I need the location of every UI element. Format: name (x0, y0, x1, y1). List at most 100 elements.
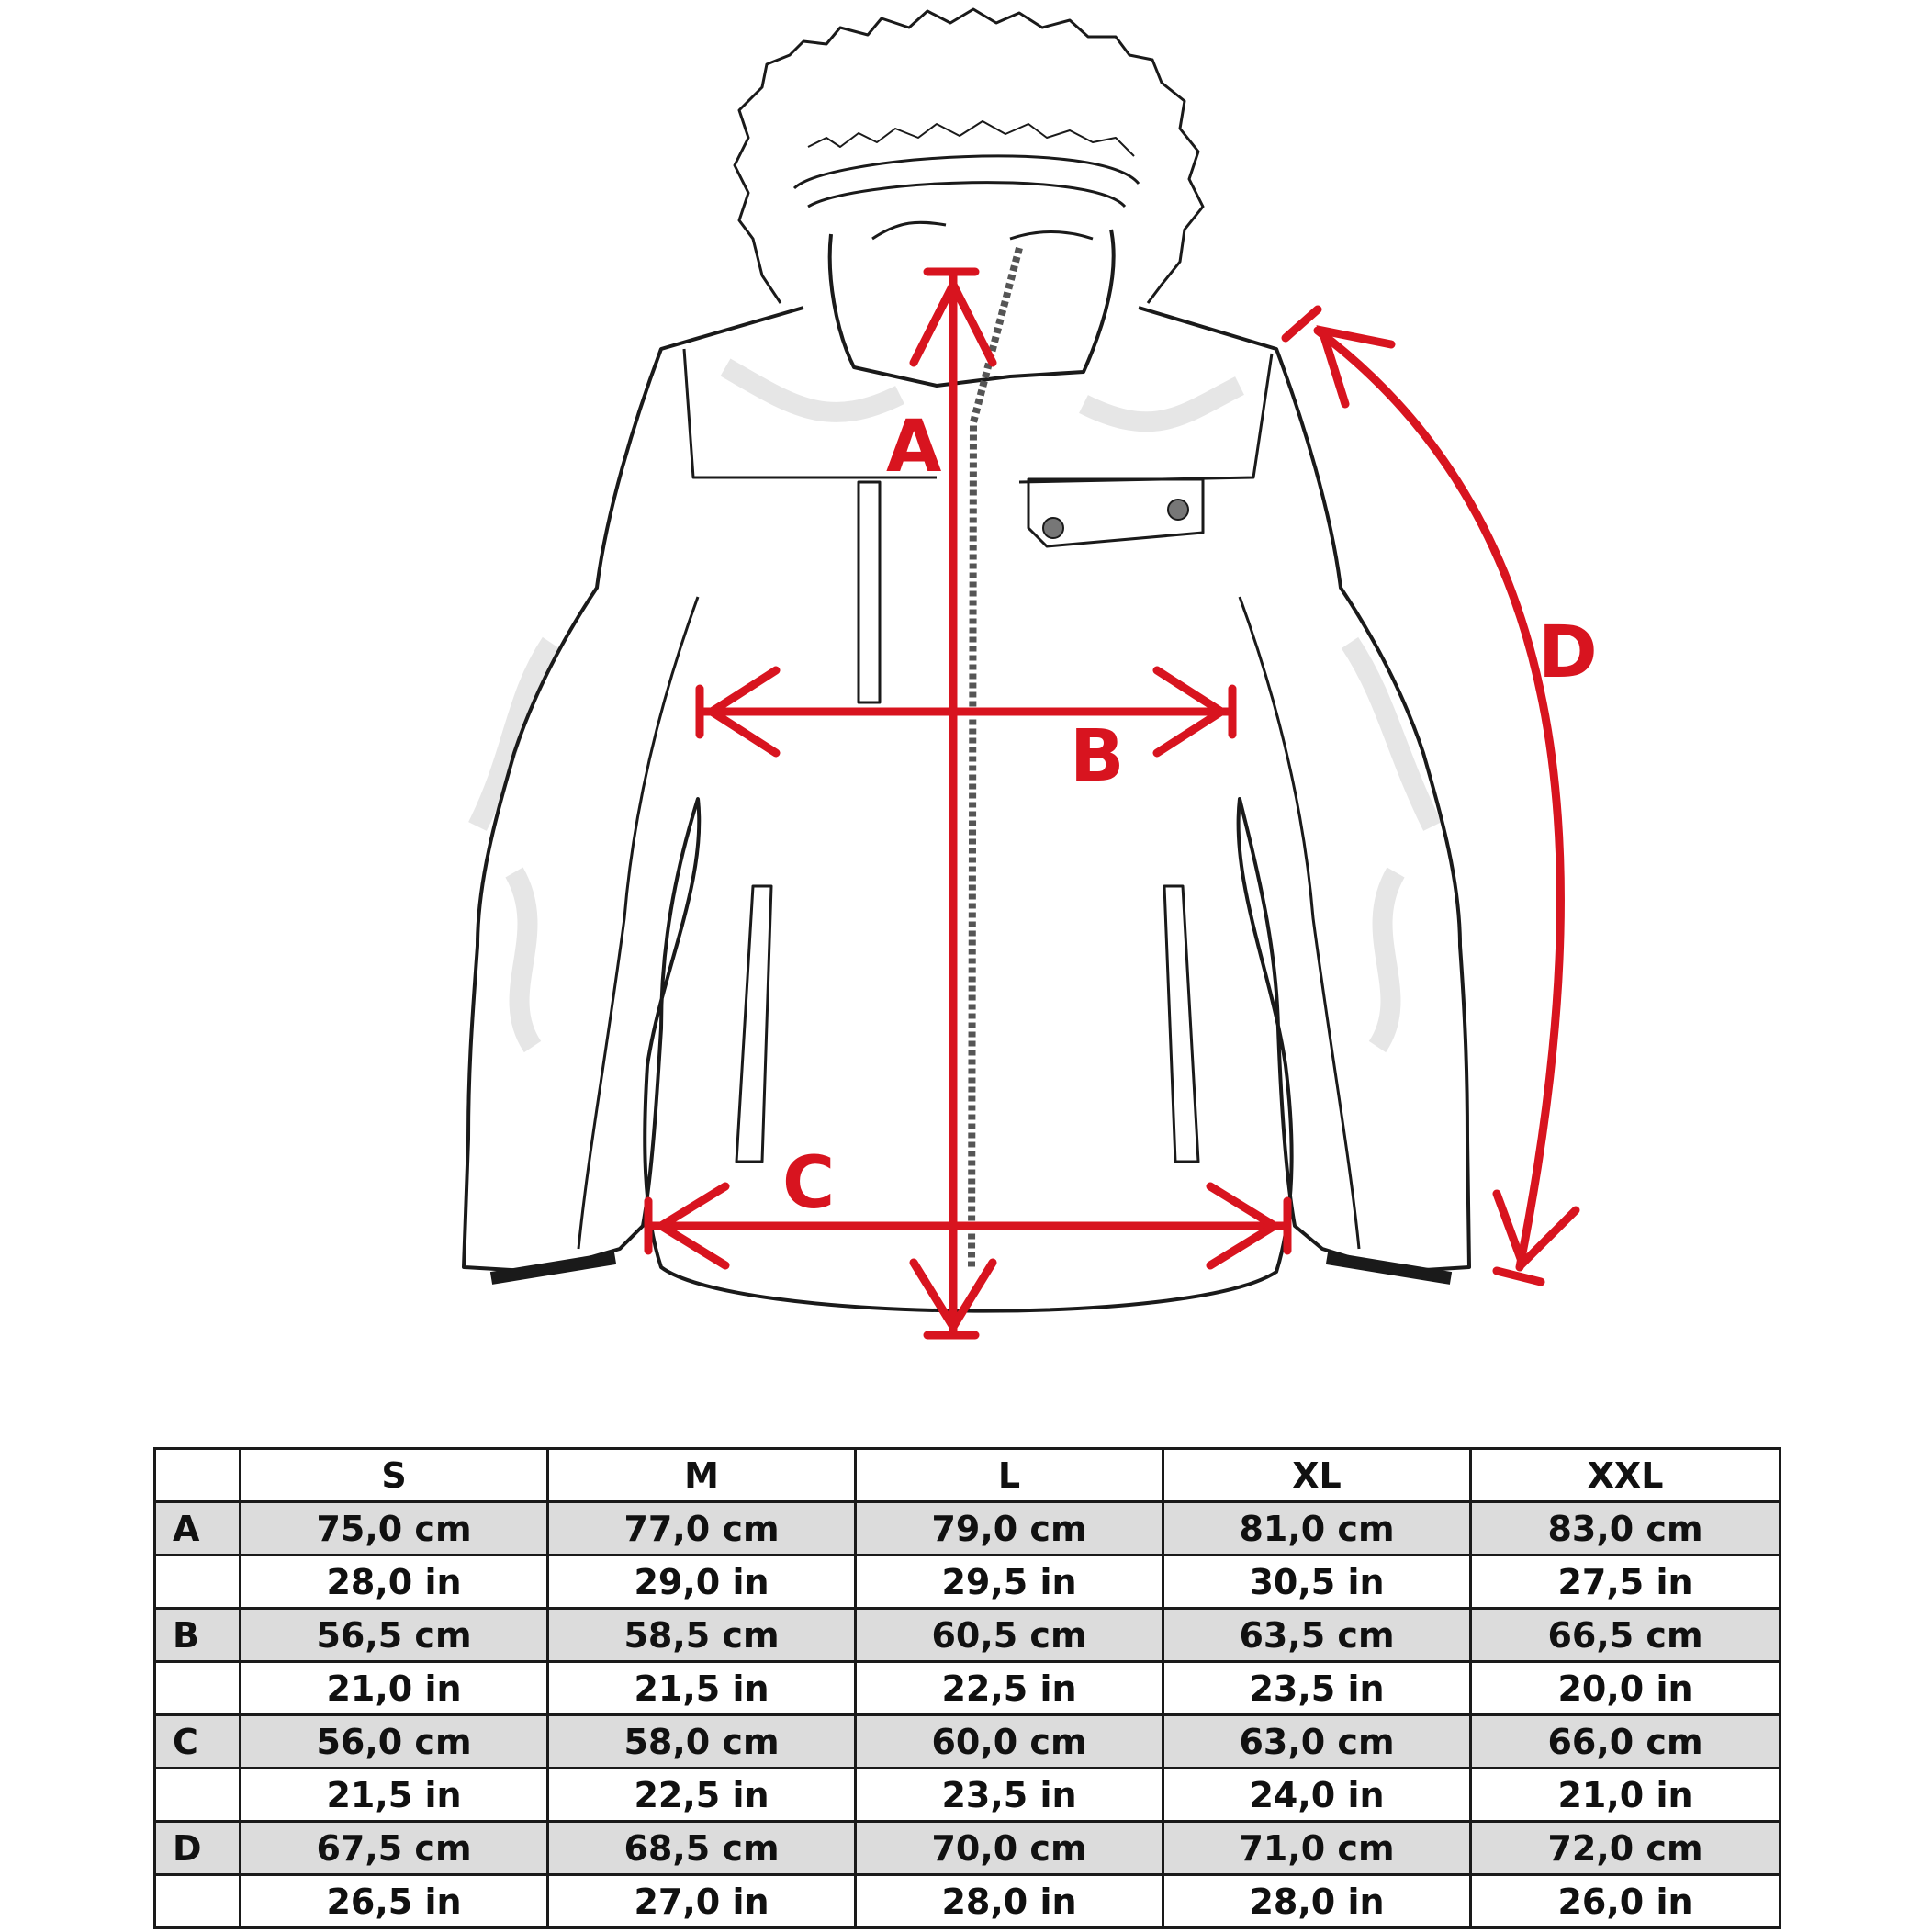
table-cell: 56,5 cm (239, 1607, 549, 1663)
table-cell: 20,0 in (1469, 1660, 1781, 1716)
table-cell: 60,0 cm (854, 1713, 1164, 1769)
row-label: B (153, 1607, 242, 1663)
measure-letter-c: C (782, 1142, 835, 1225)
header-cell-l: L (854, 1447, 1164, 1503)
pocket-button-right (1167, 499, 1189, 521)
table-cell: 21,5 in (546, 1660, 857, 1716)
table-cell: 68,5 cm (546, 1820, 857, 1876)
table-cell: 23,5 in (1162, 1660, 1472, 1716)
header-cell-s: S (239, 1447, 549, 1503)
table-cell: 22,5 in (854, 1660, 1164, 1716)
measure-d-bottom-cap (1492, 1266, 1545, 1286)
chest-flap-pocket (1027, 477, 1205, 548)
row-label (153, 1554, 242, 1610)
table-cell: 28,0 in (239, 1554, 549, 1610)
table-cell: 26,0 in (1469, 1873, 1781, 1929)
jacket-body (462, 306, 1471, 1313)
hand-pocket-right (1163, 884, 1200, 1163)
table-cell: 77,0 cm (546, 1500, 857, 1556)
sleeve-seam-left (577, 596, 700, 1250)
measure-b-right-arrow (1152, 666, 1230, 758)
jacket-measurement-diagram: A B C D (462, 7, 1598, 1340)
table-cell: 30,5 in (1162, 1554, 1472, 1610)
table-cell: 75,0 cm (239, 1500, 549, 1556)
header-cell-m: M (546, 1447, 857, 1503)
cuff-right (1325, 1252, 1453, 1285)
cuff-left (489, 1252, 617, 1285)
table-cell: 72,0 cm (1469, 1820, 1781, 1876)
measure-a-top-arrow (909, 275, 997, 367)
measure-letter-a: A (886, 406, 941, 489)
table-cell: 23,5 in (854, 1767, 1164, 1823)
table-cell: 66,5 cm (1469, 1607, 1781, 1663)
measure-d-top-arrow (1316, 325, 1396, 409)
table-cell: 66,0 cm (1469, 1713, 1781, 1769)
row-label (153, 1767, 242, 1823)
table-cell: 70,0 cm (854, 1820, 1164, 1876)
chest-pocket-zipper (857, 480, 882, 704)
table-cell: 22,5 in (546, 1767, 857, 1823)
measure-d-bottom-arrow (1492, 1189, 1580, 1272)
measure-letter-d: D (1538, 612, 1598, 694)
table-cell: 83,0 cm (1469, 1500, 1781, 1556)
header-cell-xxl: XXL (1469, 1447, 1781, 1503)
measure-letter-b: B (1070, 715, 1124, 798)
table-cell: 58,0 cm (546, 1713, 857, 1769)
measure-d-arc (1313, 326, 1565, 1272)
row-label (153, 1873, 242, 1929)
measure-c-right-arrow (1206, 1182, 1283, 1270)
header-cell-empty (153, 1447, 242, 1503)
table-cell: 67,5 cm (239, 1820, 549, 1876)
table-cell: 21,0 in (239, 1660, 549, 1716)
table-cell: 28,0 in (1162, 1873, 1472, 1929)
measure-c-left-arrow (653, 1182, 730, 1270)
hood-inner-fur (807, 120, 1135, 157)
table-cell: 79,0 cm (854, 1500, 1164, 1556)
front-zipper (968, 246, 1023, 1268)
measure-d-top-cap (1281, 305, 1322, 343)
pocket-button-left (1042, 517, 1064, 539)
table-cell: 24,0 in (1162, 1767, 1472, 1823)
table-cell: 58,5 cm (546, 1607, 857, 1663)
measurement-markers (644, 267, 1580, 1340)
hood-inner-brim (792, 154, 1140, 208)
table-cell: 26,5 in (239, 1873, 549, 1929)
table-cell: 71,0 cm (1162, 1820, 1472, 1876)
table-cell: 63,5 cm (1162, 1607, 1472, 1663)
fur-hood (733, 7, 1205, 304)
table-cell: 29,0 in (546, 1554, 857, 1610)
row-label: D (153, 1820, 242, 1876)
measure-a-bottom-arrow (909, 1258, 997, 1335)
table-cell: 28,0 in (854, 1873, 1164, 1929)
table-cell: 56,0 cm (239, 1713, 549, 1769)
measure-b-left-arrow (703, 666, 781, 758)
row-label: C (153, 1713, 242, 1769)
jacket-print-pattern (468, 358, 1442, 1053)
table-cell: 27,5 in (1469, 1554, 1781, 1610)
table-cell: 21,0 in (1469, 1767, 1781, 1823)
table-header-row: S M L XL XXL (153, 1447, 1781, 1503)
collar-opening (871, 220, 1094, 241)
jacket-outline (462, 7, 1471, 1313)
hand-pocket-left (735, 884, 773, 1163)
table-cell: 81,0 cm (1162, 1500, 1472, 1556)
table-cell: 29,5 in (854, 1554, 1164, 1610)
table-cell: 27,0 in (546, 1873, 857, 1929)
collar (827, 229, 1116, 388)
header-cell-xl: XL (1162, 1447, 1472, 1503)
row-label: A (153, 1500, 242, 1556)
table-cell: 63,0 cm (1162, 1713, 1472, 1769)
table-cell: 60,5 cm (854, 1607, 1164, 1663)
table-cell: 21,5 in (239, 1767, 549, 1823)
sleeve-seam-right (1238, 596, 1361, 1250)
